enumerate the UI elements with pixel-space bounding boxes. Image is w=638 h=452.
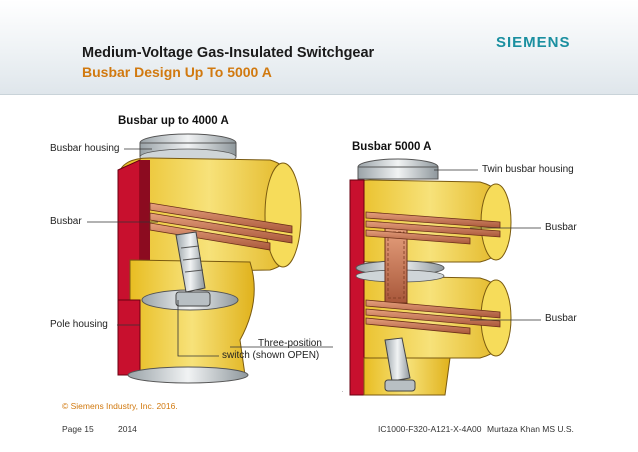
document-id: IC1000-F320-A121-X-4A00 [378,424,482,434]
right-switchgear-drawing: . [339,158,512,396]
page-subtitle: Busbar Design Up To 5000 A [82,64,272,80]
label-busbar-housing: Busbar housing [50,143,120,154]
label-three-position-line1: Three-position [258,338,322,349]
label-busbar-right-lower: Busbar [545,313,577,324]
siemens-logo: SIEMENS [496,34,571,51]
label-busbar-left: Busbar [50,216,82,227]
page-title: Medium-Voltage Gas-Insulated Switchgear [82,45,375,61]
footer-year: 2014 [118,424,137,434]
heading-busbar-5000a: Busbar 5000 A [352,141,432,153]
heading-busbar-4000a: Busbar up to 4000 A [118,115,229,127]
footer-author: Murtaza Khan MS U.S. [487,424,574,434]
left-switchgear-drawing [117,133,302,384]
callout-lines [87,148,541,357]
label-three-position-line2: switch (shown OPEN) [222,350,320,361]
svg-text:.: . [339,390,345,392]
header-band [0,0,638,95]
label-pole-housing: Pole housing [50,319,108,330]
label-busbar-right-upper: Busbar [545,222,577,233]
copyright-notice: © Siemens Industry, Inc. 2016. [62,401,178,411]
label-twin-busbar-housing: Twin busbar housing [482,164,574,175]
page-number: Page 15 [62,424,94,434]
